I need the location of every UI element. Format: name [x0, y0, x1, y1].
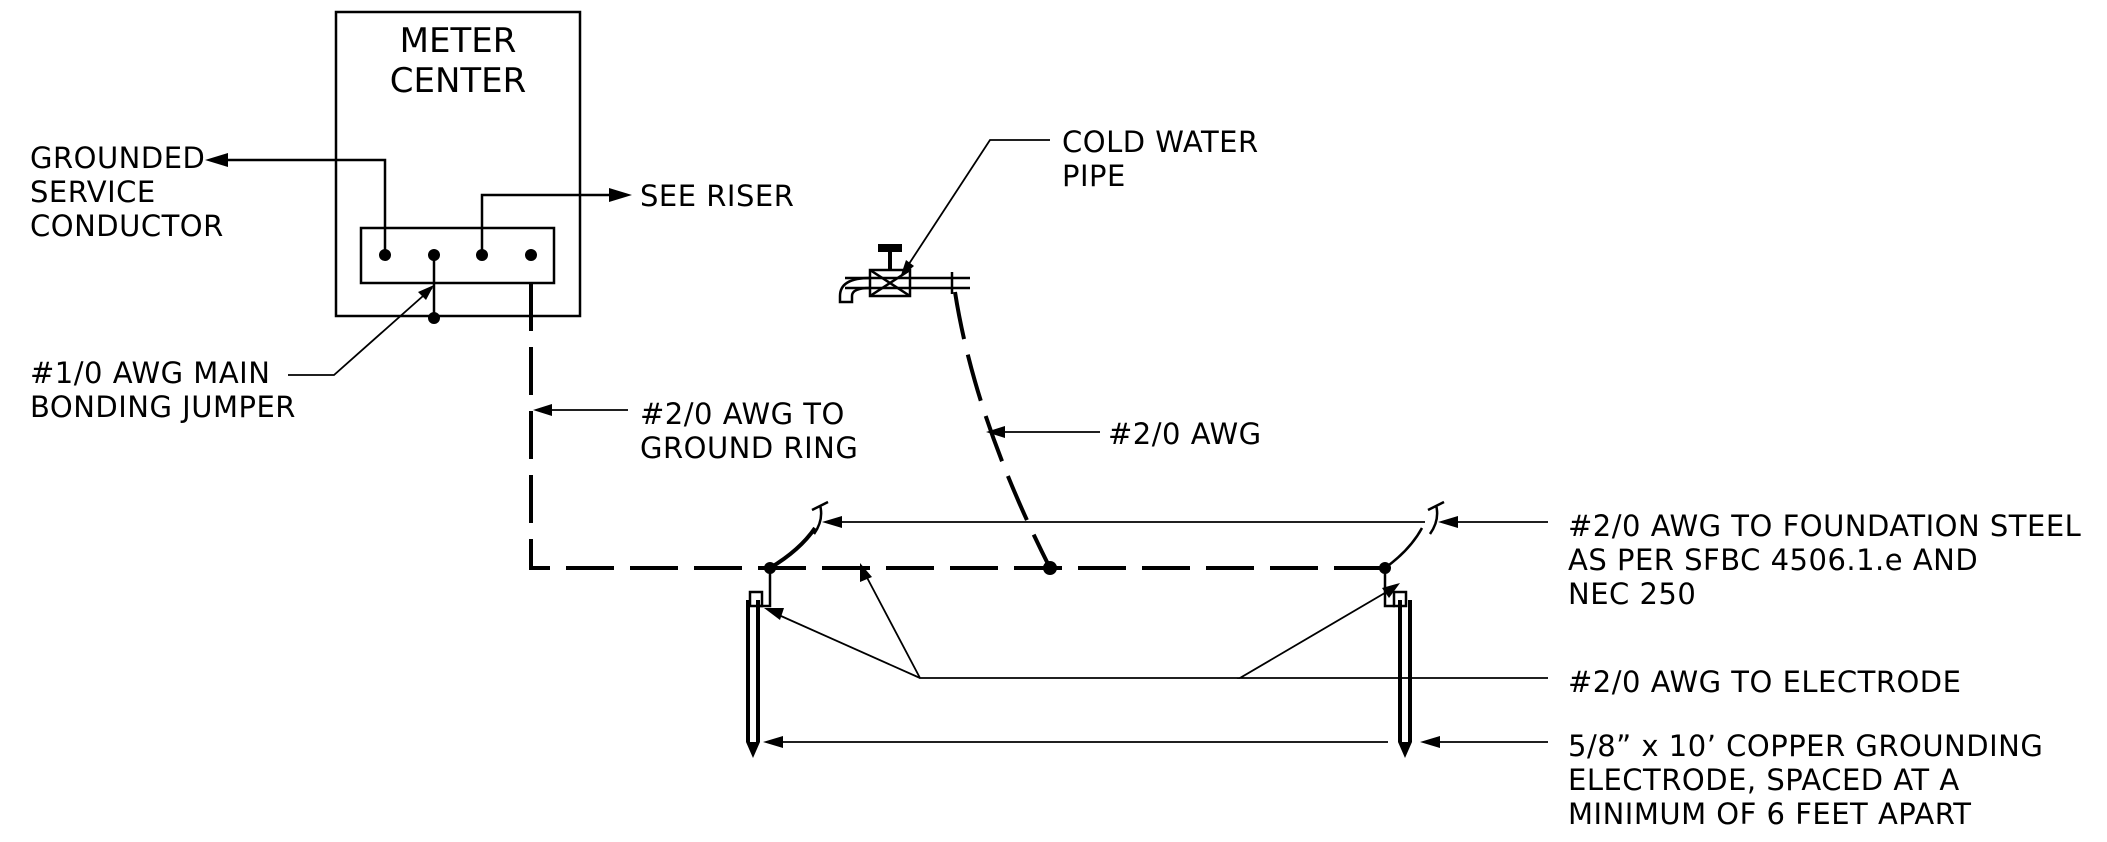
- grounded-service-conductor-label: GROUNDED SERVICE CONDUCTOR: [30, 141, 224, 243]
- electrode-spacing-dimension: [763, 736, 1548, 748]
- terminal-4: [525, 249, 537, 261]
- awg-pipe-label: #2/0 AWG: [986, 417, 1262, 451]
- svg-text:#1/0 AWG MAIN: #1/0 AWG MAIN: [30, 356, 270, 390]
- svg-text:SERVICE: SERVICE: [30, 175, 156, 209]
- cold-water-pipe: [838, 139, 1057, 575]
- svg-text:ELECTRODE, SPACED AT A: ELECTRODE, SPACED AT A: [1568, 763, 1960, 797]
- svg-text:BONDING JUMPER: BONDING JUMPER: [30, 390, 296, 424]
- left-electrode: [746, 568, 772, 758]
- meter-center-box: [334, 10, 582, 318]
- svg-text:PIPE: PIPE: [1062, 159, 1126, 193]
- svg-text:NEC 250: NEC 250: [1568, 577, 1696, 611]
- bonding-jumper-dot: [428, 312, 440, 324]
- svg-text:AS PER SFBC 4506.1.e AND: AS PER SFBC 4506.1.e AND: [1568, 543, 1978, 577]
- foundation-steel-label: #2/0 AWG TO FOUNDATION STEEL AS PER SFBC…: [1568, 509, 2081, 611]
- grounding-electrode-label: 5/8” x 10’ COPPER GROUNDING ELECTRODE, S…: [1568, 729, 2043, 831]
- grounded-conductor-arrow: [205, 153, 228, 167]
- svg-text:COLD WATER: COLD WATER: [1062, 125, 1259, 159]
- svg-text:#2/0 AWG TO FOUNDATION STEEL: #2/0 AWG TO FOUNDATION STEEL: [1568, 509, 2081, 543]
- ground-ring-conductor: [529, 283, 1390, 570]
- svg-text:#2/0 AWG: #2/0 AWG: [1108, 417, 1262, 451]
- to-ground-ring-label: #2/0 AWG TO GROUND RING: [533, 397, 858, 465]
- right-electrode: [1383, 568, 1412, 758]
- svg-text:#2/0 AWG TO: #2/0 AWG TO: [640, 397, 845, 431]
- foundation-steel: [764, 500, 1548, 574]
- svg-text:GROUNDED: GROUNDED: [30, 141, 205, 175]
- svg-text:5/8” x 10’ COPPER GROUNDING: 5/8” x 10’ COPPER GROUNDING: [1568, 729, 2043, 763]
- see-riser-label: SEE RISER: [640, 179, 794, 213]
- grounded-conductor-wire: [215, 158, 387, 255]
- meter-center-title-line1: METER: [400, 21, 517, 61]
- see-riser-arrow: [609, 188, 632, 202]
- cold-water-pipe-label: COLD WATER PIPE: [1062, 125, 1259, 193]
- meter-center-title-line2: CENTER: [390, 61, 527, 101]
- svg-text:CONDUCTOR: CONDUCTOR: [30, 209, 224, 243]
- terminal-bar: [359, 226, 556, 285]
- see-riser-wire: [480, 193, 620, 255]
- to-electrode-leaders: [764, 563, 1548, 679]
- to-electrode-label: #2/0 AWG TO ELECTRODE: [1568, 665, 1961, 699]
- svg-text:MINIMUM OF 6 FEET APART: MINIMUM OF 6 FEET APART: [1568, 797, 1972, 831]
- main-bonding-jumper-label: #1/0 AWG MAIN BONDING JUMPER: [30, 285, 434, 424]
- meter-center: METER CENTER: [205, 10, 632, 324]
- svg-text:GROUND RING: GROUND RING: [640, 431, 858, 465]
